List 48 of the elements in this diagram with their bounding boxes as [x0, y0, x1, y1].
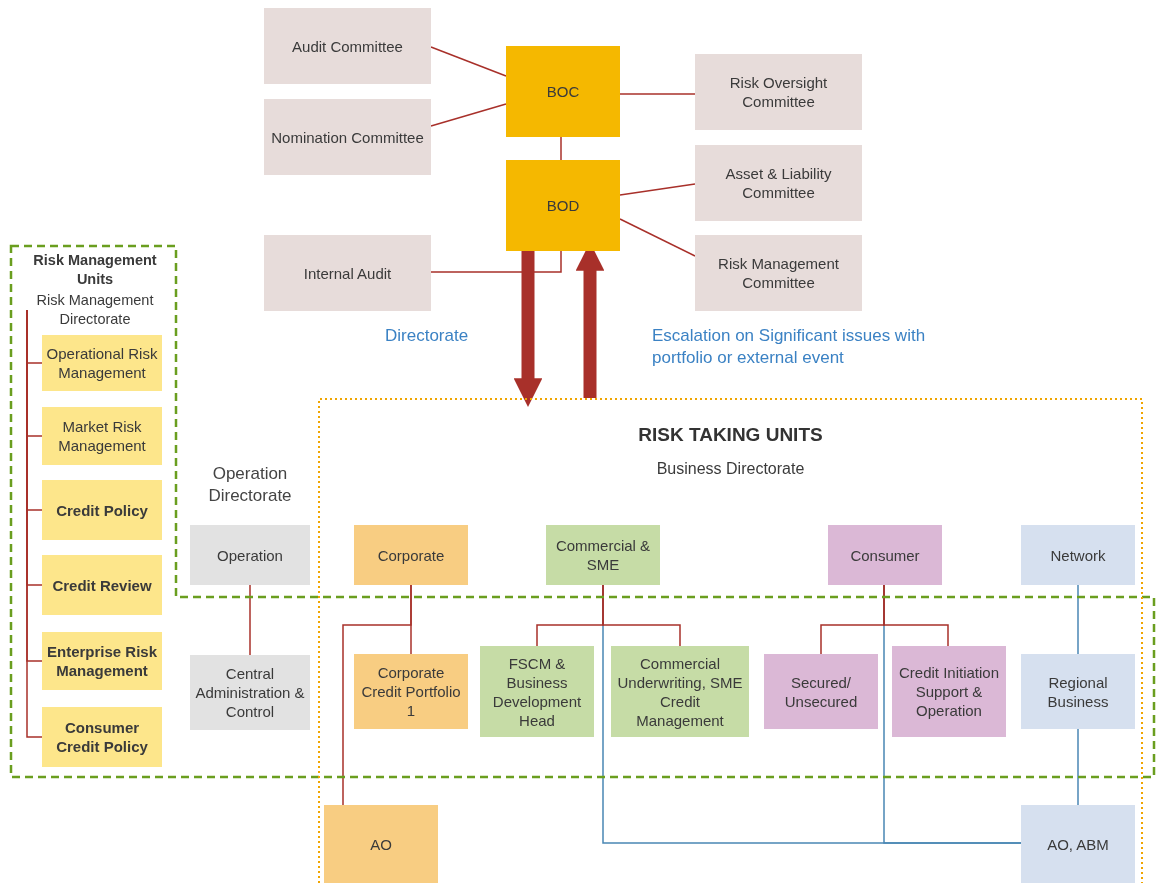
org-box: Risk Oversight Committee [695, 54, 862, 130]
org-box: Corporate Credit Portfolio 1 [354, 654, 468, 729]
region-heading: RISK TAKING UNITS [637, 424, 824, 446]
org-box: AO, ABM [1021, 805, 1135, 883]
org-box: Regional Business [1021, 654, 1135, 729]
connector-line [430, 250, 562, 273]
org-box: Commercial Underwriting, SME Credit Management [611, 646, 749, 737]
connector-line [26, 309, 43, 738]
org-box: Enterprise Risk Management [42, 632, 162, 690]
connector-line [430, 46, 507, 77]
connector-line [1077, 584, 1079, 655]
org-box: Central Administration & Control [190, 655, 310, 730]
connector-line [619, 218, 696, 257]
region-heading: Risk Management Units [32, 251, 158, 289]
org-box: Operational Risk Management [42, 335, 162, 391]
connector-line [342, 584, 412, 806]
org-box: Corporate [354, 525, 468, 585]
org-box: Network [1021, 525, 1135, 585]
connector-line [249, 584, 251, 656]
org-box: Credit Initiation Support & Operation [892, 646, 1006, 737]
org-box: Credit Review [42, 555, 162, 615]
org-box: Secured/ Unsecured [764, 654, 878, 729]
org-box: FSCM & Business Development Head [480, 646, 594, 737]
connector-line [619, 93, 696, 95]
connector-line [883, 584, 949, 647]
org-box: Consumer Credit Policy [42, 707, 162, 767]
connector-line [1077, 728, 1079, 806]
org-box: Consumer [828, 525, 942, 585]
connector-line [602, 584, 681, 647]
org-box: Risk Management Committee [695, 235, 862, 311]
org-box: Credit Policy [42, 480, 162, 540]
connector-line [619, 183, 696, 196]
org-box: Internal Audit [264, 235, 431, 311]
block-arrow [513, 251, 543, 407]
org-box: Audit Committee [264, 8, 431, 84]
region-subtitle: Risk Management Directorate [35, 291, 155, 329]
region-subtitle: Business Directorate [655, 460, 806, 478]
connector-line [560, 136, 562, 161]
org-box: Nomination Committee [264, 99, 431, 175]
org-box: BOD [506, 160, 620, 251]
org-box: AO [324, 805, 438, 883]
org-box: Market Risk Management [42, 407, 162, 465]
org-box: Commercial & SME [546, 525, 660, 585]
org-box: BOC [506, 46, 620, 137]
connector-line [430, 103, 507, 127]
org-box: Operation [190, 525, 310, 585]
org-box: Asset & Liability Committee [695, 145, 862, 221]
caption-text: Operation Directorate [207, 463, 293, 507]
